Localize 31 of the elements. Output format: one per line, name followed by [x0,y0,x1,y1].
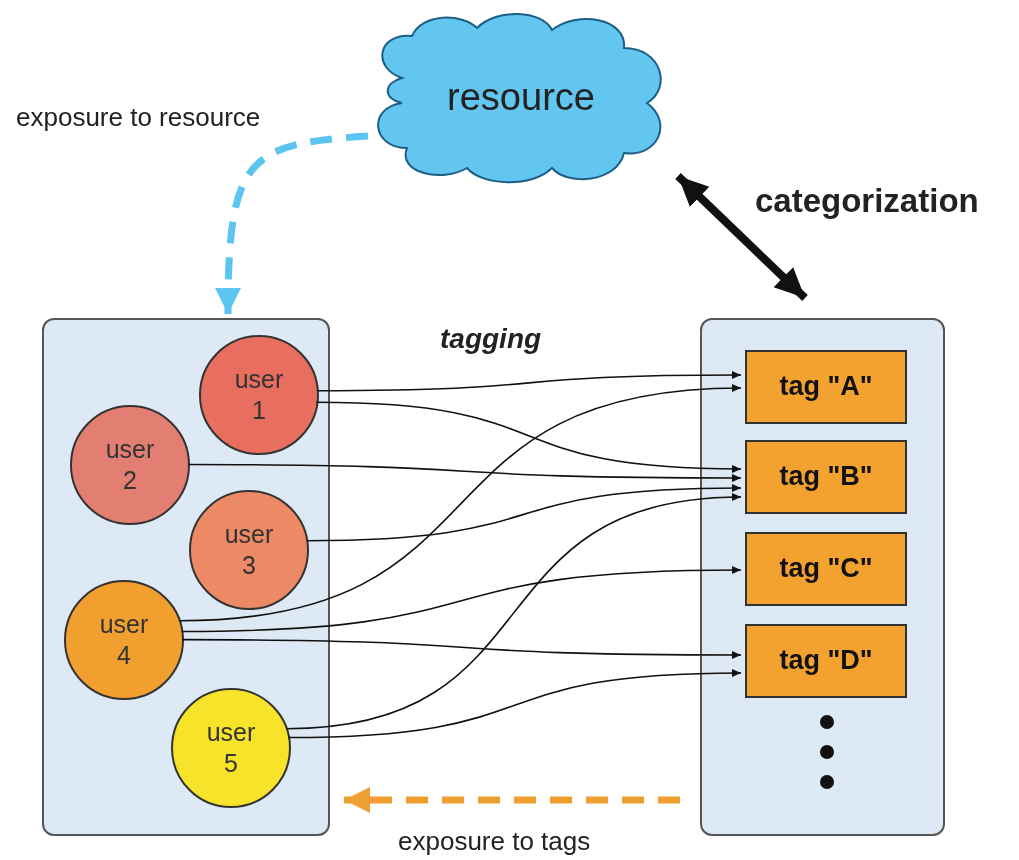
arrow [181,638,742,660]
arrow [675,173,808,301]
node-label: tag "C" [779,552,873,586]
arrow [287,669,742,739]
arrow [215,132,369,315]
tag-box [745,350,907,424]
edge-label: exposure to tags [398,825,591,858]
node-label: resource [447,75,595,121]
node-label: tag "A" [779,370,873,404]
node-label: user 5 [205,716,257,779]
node-label: tag "D" [779,644,873,678]
arrow [180,566,742,633]
arrow [316,370,742,392]
edge-label: exposure to resource [16,101,261,134]
edge-label: categorization [755,181,979,221]
tag-box [745,624,907,698]
arrow [285,493,742,730]
node-label: user 3 [223,518,275,581]
tag-box [745,532,907,606]
node-label: user 4 [98,608,150,671]
tag-box [745,440,907,514]
node-label: tag "B" [779,460,873,494]
node-label: user 1 [233,363,285,426]
edge-group-label: tagging [440,322,542,356]
arrow [305,484,742,542]
arrow [315,401,742,473]
arrow [187,463,742,483]
panel [42,318,330,836]
panel [700,318,945,836]
arrow [178,384,742,622]
node-label: user 2 [104,433,156,496]
